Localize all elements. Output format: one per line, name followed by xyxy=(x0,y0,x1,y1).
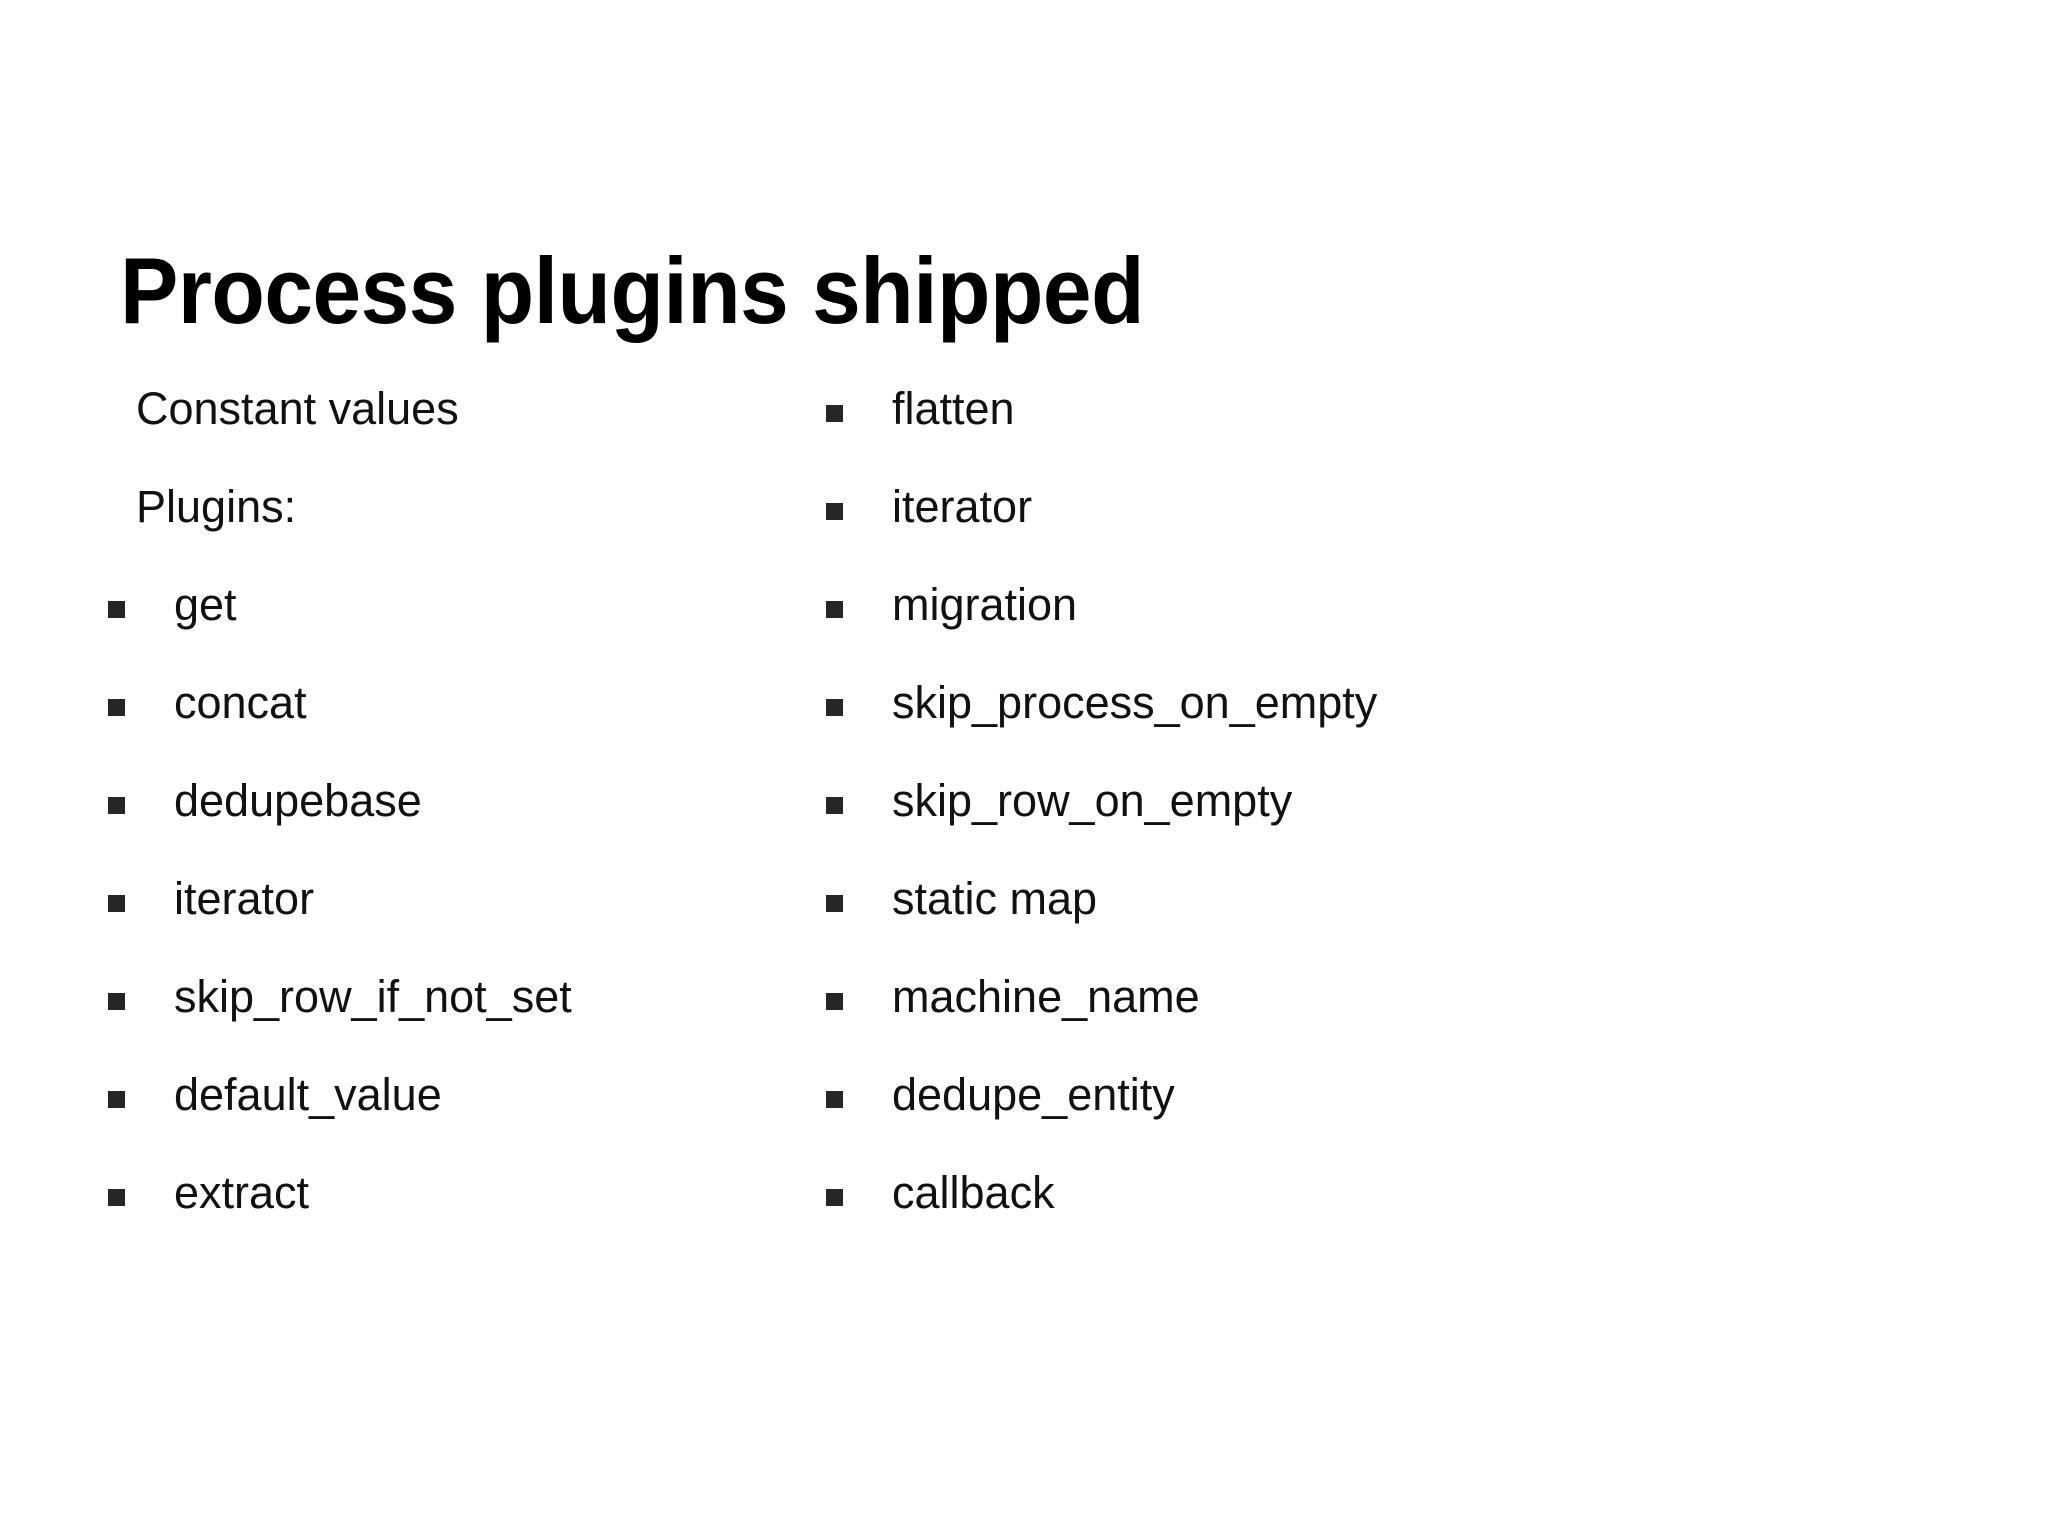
square-bullet-icon xyxy=(108,672,174,716)
list-item-label: Constant values xyxy=(136,383,459,434)
square-bullet-icon xyxy=(108,1162,174,1206)
square-bullet-icon xyxy=(826,1064,892,1108)
square-bullet-icon xyxy=(826,966,892,1010)
square-bullet-icon xyxy=(826,1162,892,1206)
square-bullet-icon xyxy=(108,770,174,814)
list-item: iterator xyxy=(108,868,868,966)
list-item: dedupe_entity xyxy=(826,1064,1926,1162)
list-item: concat xyxy=(108,672,868,770)
list-item: Plugins: xyxy=(108,476,868,574)
list-item-label: migration xyxy=(892,579,1078,630)
list-item: default_value xyxy=(108,1064,868,1162)
list-item: get xyxy=(108,574,868,672)
square-bullet-icon xyxy=(826,672,892,716)
list-item: Constant values xyxy=(108,378,868,476)
list-item: migration xyxy=(826,574,1926,672)
square-bullet-icon xyxy=(108,966,174,1010)
square-bullet-icon xyxy=(826,770,892,814)
list-item-label: static map xyxy=(892,873,1098,924)
square-bullet-icon xyxy=(826,378,892,422)
list-item: dedupebase xyxy=(108,770,868,868)
list-item-label: dedupe_entity xyxy=(892,1069,1175,1120)
slide-title: Process plugins shipped xyxy=(120,237,1145,343)
list-item: static map xyxy=(826,868,1926,966)
list-item: flatten xyxy=(826,378,1926,476)
square-bullet-icon xyxy=(108,868,174,912)
list-item-label: extract xyxy=(174,1167,310,1218)
list-item: skip_row_on_empty xyxy=(826,770,1926,868)
list-item-label: get xyxy=(174,579,237,630)
list-item: machine_name xyxy=(826,966,1926,1064)
square-bullet-icon xyxy=(108,574,174,618)
list-item-label: skip_process_on_empty xyxy=(892,677,1378,728)
square-bullet-icon xyxy=(108,1064,174,1108)
right-content-column: flatten iterator migration skip_process_… xyxy=(826,378,1926,1260)
list-item: callback xyxy=(826,1162,1926,1260)
list-item-label: concat xyxy=(174,677,307,728)
list-item-label: machine_name xyxy=(892,971,1200,1022)
square-bullet-icon xyxy=(826,476,892,520)
list-item-label: Plugins: xyxy=(136,481,297,532)
list-item: skip_row_if_not_set xyxy=(108,966,868,1064)
list-item-label: skip_row_on_empty xyxy=(892,775,1293,826)
square-bullet-icon xyxy=(826,868,892,912)
list-item-label: flatten xyxy=(892,383,1015,434)
list-item-label: default_value xyxy=(174,1069,442,1120)
list-item-label: dedupebase xyxy=(174,775,422,826)
list-item: extract xyxy=(108,1162,868,1260)
square-bullet-icon xyxy=(826,574,892,618)
list-item: skip_process_on_empty xyxy=(826,672,1926,770)
list-item-label: iterator xyxy=(892,481,1033,532)
list-item-label: callback xyxy=(892,1167,1055,1218)
list-item-label: iterator xyxy=(174,873,315,924)
left-content-column: Constant values Plugins: get concat dedu… xyxy=(108,378,868,1260)
list-item: iterator xyxy=(826,476,1926,574)
list-item-label: skip_row_if_not_set xyxy=(174,971,572,1022)
